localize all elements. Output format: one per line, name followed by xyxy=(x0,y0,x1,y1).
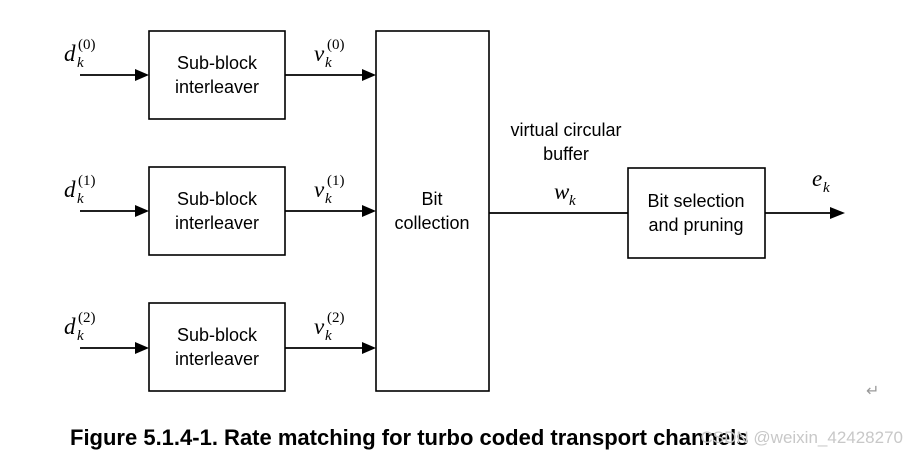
interleaver-label-0-line1: Sub-block xyxy=(177,53,258,73)
interleaved-arrowhead-2 xyxy=(362,342,376,354)
bit-collection-label-line2: collection xyxy=(394,213,469,233)
interleaved-symbol-2: v k (2) xyxy=(314,310,345,344)
buffer-label-line1: virtual circular xyxy=(510,120,621,140)
bit-collection-box xyxy=(375,30,490,392)
input-symbol-1-sub: k xyxy=(77,191,84,207)
interleaved-symbol-1-base: v xyxy=(314,177,325,202)
input-symbol-1-sup: (1) xyxy=(78,173,96,189)
input-symbol-2: d k (2) xyxy=(64,310,96,344)
interleaved-symbol-0-base: v xyxy=(314,41,325,66)
interleaver-block-2: Sub-block interleaver xyxy=(148,302,286,392)
bit-selection-label-line2: and pruning xyxy=(648,215,743,235)
interleaver-block-1: Sub-block interleaver xyxy=(148,166,286,256)
input-arrowhead-1 xyxy=(135,205,149,217)
figure-caption: Figure 5.1.4-1. Rate matching for turbo … xyxy=(70,425,748,450)
interleaver-box-2 xyxy=(148,302,286,392)
input-symbol-2-base: d xyxy=(64,314,76,339)
interleaved-symbol-0-sup: (0) xyxy=(327,37,345,53)
interleaved-symbol-2-sup: (2) xyxy=(327,310,345,326)
input-symbol-0-base: d xyxy=(64,41,76,66)
interleaved-arrowhead-0 xyxy=(362,69,376,81)
output-arrowhead xyxy=(830,207,845,219)
input-symbol-0-sub: k xyxy=(77,55,84,71)
return-glyph: ↵ xyxy=(866,381,879,400)
input-symbol-2-sub: k xyxy=(77,328,84,344)
interleaver-label-0-line2: interleaver xyxy=(175,77,259,97)
interleaved-symbol-2-sub: k xyxy=(325,328,332,344)
output-symbol: e k xyxy=(812,166,830,196)
input-symbol-0: d k (0) xyxy=(64,37,96,71)
interleaved-symbol-1-sup: (1) xyxy=(327,173,345,189)
interleaver-box-0 xyxy=(148,30,286,120)
interleaver-label-2-line2: interleaver xyxy=(175,349,259,369)
interleaver-block-0: Sub-block interleaver xyxy=(148,30,286,120)
interleaved-symbol-0-sub: k xyxy=(325,55,332,71)
input-symbol-1: d k (1) xyxy=(64,173,96,207)
buffer-label-line2: buffer xyxy=(543,144,589,164)
bit-collection-block: Bit collection xyxy=(375,30,490,392)
bit-selection-label-line1: Bit selection xyxy=(647,191,744,211)
interleaved-symbol-2-base: v xyxy=(314,314,325,339)
bit-collection-label-line1: Bit xyxy=(421,189,442,209)
bit-selection-box xyxy=(627,167,766,259)
buffer-symbol-sub: k xyxy=(569,193,576,209)
input-symbol-2-sup: (2) xyxy=(78,310,96,326)
buffer-symbol: w k xyxy=(554,179,576,209)
input-arrowhead-2 xyxy=(135,342,149,354)
input-arrowhead-0 xyxy=(135,69,149,81)
bit-selection-block: Bit selection and pruning xyxy=(627,167,766,259)
input-symbol-1-base: d xyxy=(64,177,76,202)
interleaved-symbol-1: v k (1) xyxy=(314,173,345,207)
interleaver-label-1-line2: interleaver xyxy=(175,213,259,233)
watermark: CSDN @weixin_42428270 xyxy=(701,428,903,447)
interleaver-box-1 xyxy=(148,166,286,256)
input-symbol-0-sup: (0) xyxy=(78,37,96,53)
buffer-symbol-base: w xyxy=(554,179,570,204)
interleaved-arrowhead-1 xyxy=(362,205,376,217)
interleaver-label-2-line1: Sub-block xyxy=(177,325,258,345)
interleaved-symbol-1-sub: k xyxy=(325,191,332,207)
interleaved-symbol-0: v k (0) xyxy=(314,37,345,71)
interleaver-label-1-line1: Sub-block xyxy=(177,189,258,209)
output-symbol-base: e xyxy=(812,166,822,191)
output-symbol-sub: k xyxy=(823,180,830,196)
